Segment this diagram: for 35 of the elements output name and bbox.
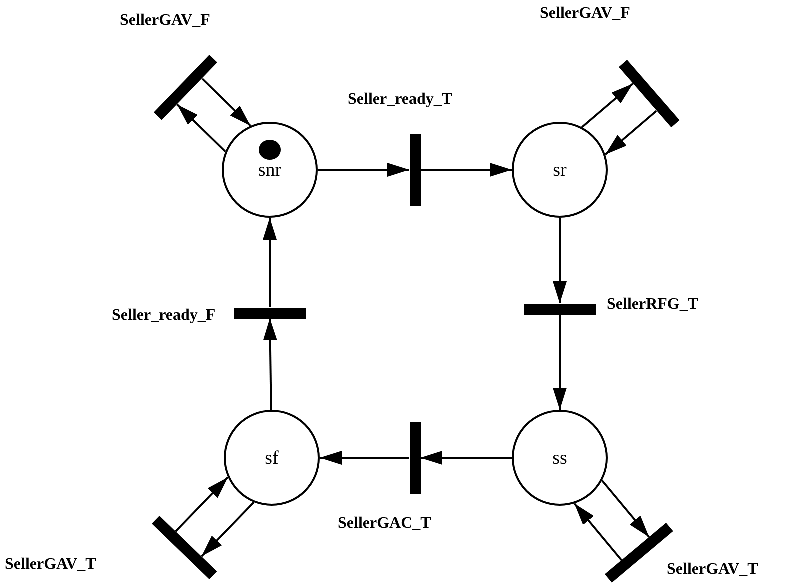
arc-arrow [553, 314, 567, 410]
transition-label: SellerGAV_F [120, 12, 210, 30]
transition-label: SellerGAV_F [540, 5, 630, 23]
arc-arrow [582, 83, 634, 128]
arc-arrow [202, 78, 252, 127]
place-label: sf [265, 448, 279, 468]
arc-arrow [553, 218, 567, 304]
place-label: ss [552, 448, 568, 468]
arc-arrow [320, 451, 410, 465]
transition-bar [618, 60, 680, 128]
place-label: snr [258, 160, 282, 180]
arc-arrow [263, 218, 277, 308]
transition-bar [410, 422, 420, 494]
transition-label: Seller_ready_T [348, 91, 453, 109]
transition-label: SellerGAC_T [338, 515, 432, 533]
transition-label: SellerGAV_T [5, 556, 96, 574]
transition-bar [152, 516, 218, 580]
arc-arrow [263, 318, 278, 410]
transition-bar [234, 308, 306, 318]
arc-arrow [201, 502, 255, 558]
arc-arrow [574, 503, 622, 561]
arc-arrow [175, 476, 229, 532]
arc-arrow [604, 110, 658, 156]
place-label: sr [553, 160, 567, 180]
arc-arrow [318, 163, 410, 177]
transition-bar [410, 134, 420, 206]
arc-arrow [602, 480, 650, 538]
transition-label: SellerGAV_T [667, 561, 758, 579]
transition-label: SellerRFG_T [607, 296, 699, 314]
transition-bar [154, 55, 218, 121]
arc-arrow [420, 451, 512, 465]
transition-label: Seller_ready_F [112, 307, 216, 325]
arc-arrow [420, 163, 512, 177]
arc-arrow [176, 104, 226, 153]
transition-bar [524, 304, 596, 314]
